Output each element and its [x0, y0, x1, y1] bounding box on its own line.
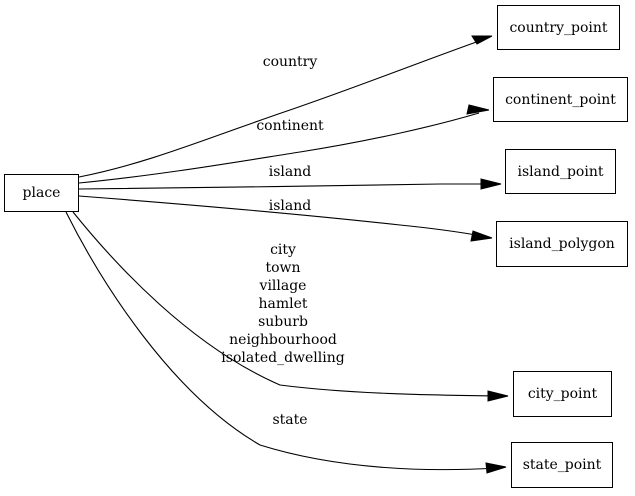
node-continent_point[interactable]: continent_point	[493, 77, 628, 122]
node-label: place	[22, 185, 61, 201]
edge-curve	[78, 112, 480, 184]
edge-place-island_point	[78, 178, 502, 190]
arrowhead-icon	[487, 390, 509, 402]
edge-label-continent_point: continent	[256, 118, 324, 134]
arrowhead-icon	[470, 230, 493, 242]
arrowhead-icon	[485, 462, 507, 474]
node-label: city_point	[527, 386, 598, 402]
node-island_point[interactable]: island_point	[505, 149, 616, 194]
arrowhead-icon	[480, 178, 502, 190]
edge-label-state_point: state	[272, 412, 308, 428]
edge-curve	[78, 195, 483, 237]
edge-label-city_point: city town village hamlet suburb neighbou…	[221, 242, 345, 366]
edge-place-country_point	[78, 35, 493, 178]
edge-curve	[78, 183, 491, 190]
node-label: country_point	[509, 19, 608, 36]
edge-curve	[72, 211, 499, 397]
edge-curve	[78, 39, 483, 178]
edge-curve	[65, 211, 497, 471]
node-island_polygon[interactable]: island_polygon	[496, 221, 628, 267]
arrowhead-icon	[471, 35, 493, 45]
node-state_point[interactable]: state_point	[511, 442, 613, 488]
node-label: island_polygon	[509, 236, 615, 252]
node-place[interactable]: place	[4, 174, 79, 212]
arrowhead-icon	[466, 104, 490, 115]
node-label: state_point	[522, 457, 602, 473]
edge-place-state_point	[65, 211, 507, 474]
edge-label-country_point: country	[262, 54, 318, 70]
node-label: island_point	[517, 163, 604, 180]
node-label: continent_point	[505, 91, 616, 108]
edge-place-continent_point	[78, 104, 490, 184]
edge-place-city_point	[72, 211, 509, 402]
node-country_point[interactable]: country_point	[497, 5, 620, 50]
edge-label-island_polygon: island	[268, 198, 312, 214]
edge-label-island_point: island	[268, 164, 312, 180]
node-city_point[interactable]: city_point	[513, 371, 612, 417]
edge-place-island_polygon	[78, 195, 493, 242]
